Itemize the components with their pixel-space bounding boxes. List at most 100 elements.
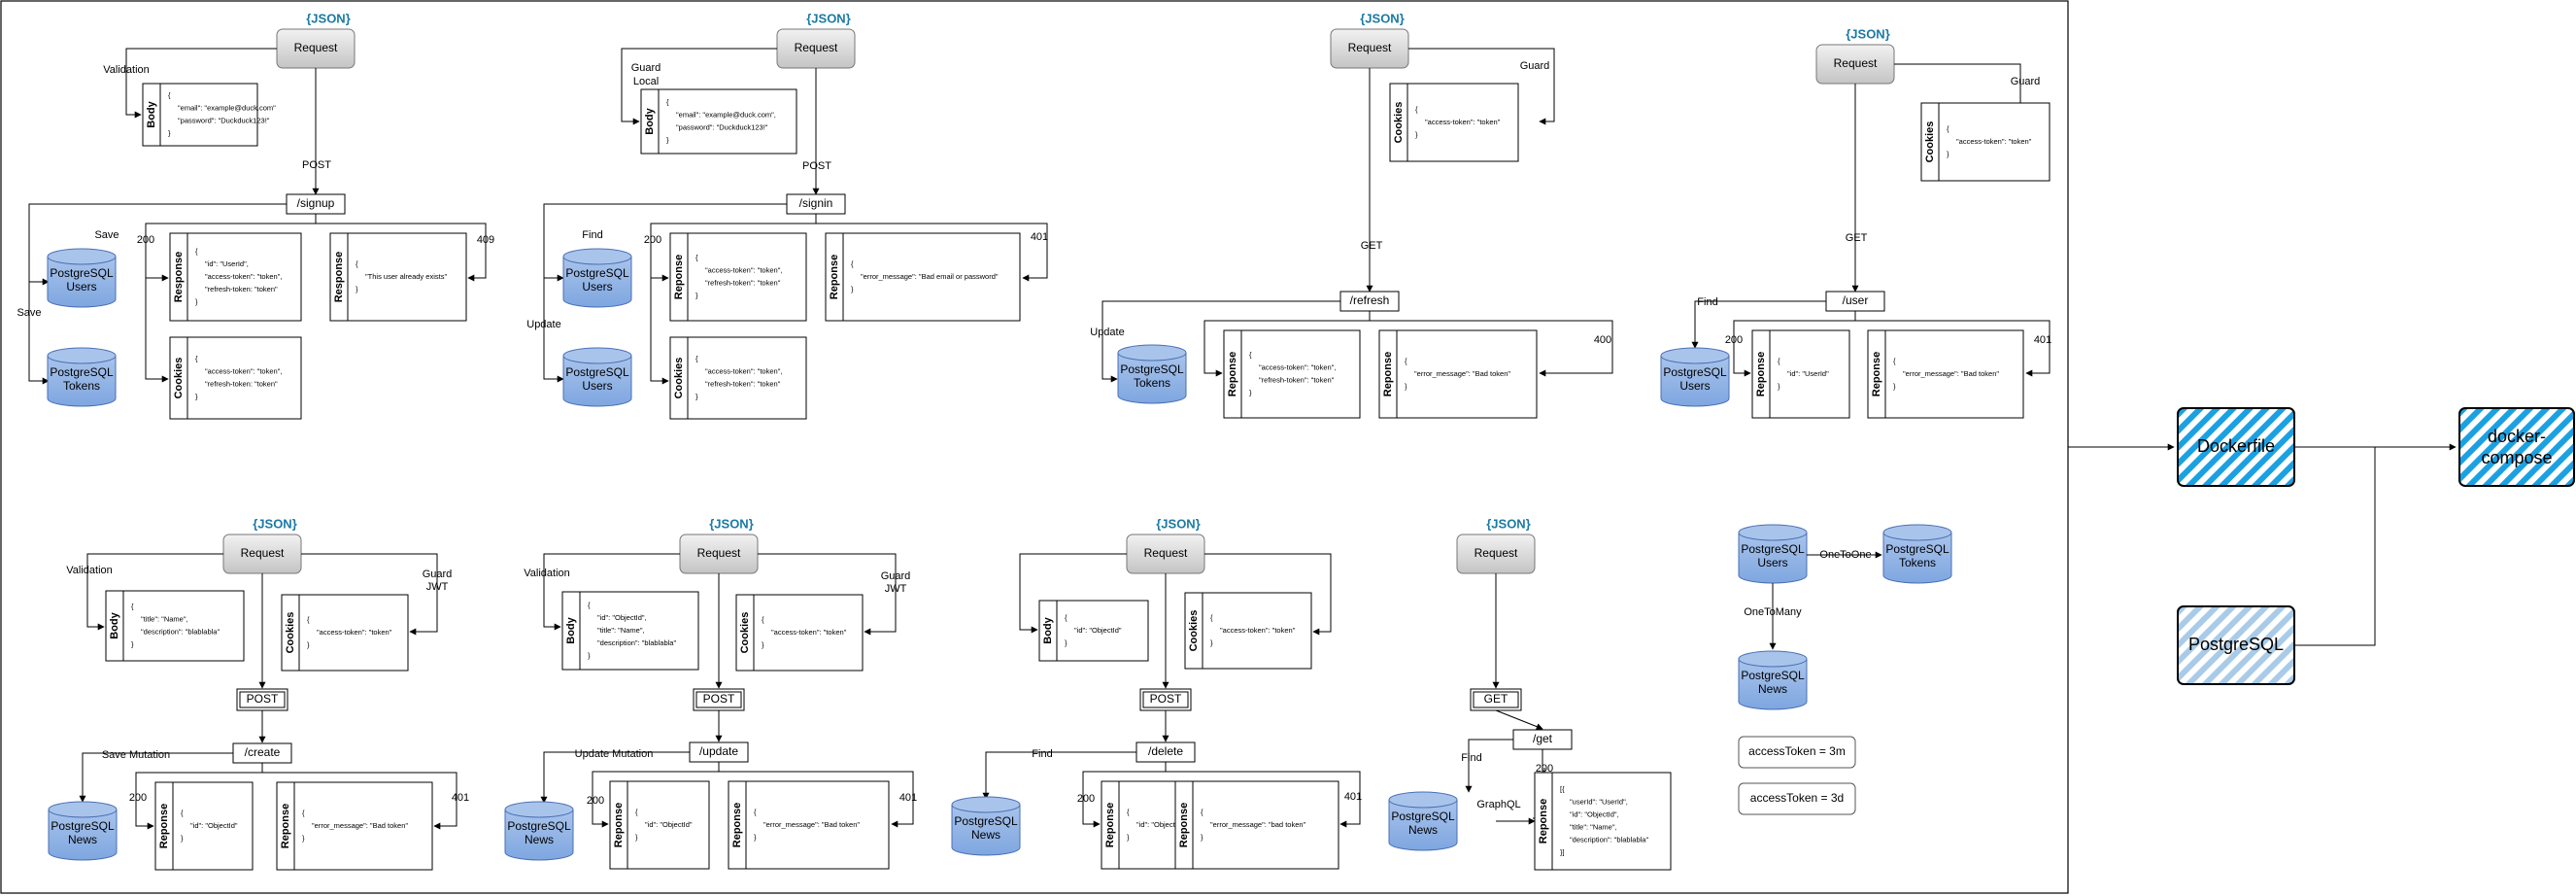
delete-body-title: Body xyxy=(1042,616,1054,643)
signup-resp-ok-title: Response xyxy=(173,252,185,303)
update-route-label: /update xyxy=(699,744,738,758)
delete-resp-err-box xyxy=(1174,780,1339,870)
update-cookies-line: "access-token": "token" xyxy=(771,628,847,637)
user-resp-err-line: } xyxy=(1893,382,1896,391)
update-cookies-line: } xyxy=(762,640,764,649)
database-top xyxy=(1738,524,1808,541)
connector-arrow xyxy=(650,278,669,385)
signin-resp-ok-line: { xyxy=(695,253,698,261)
signup-body-box xyxy=(142,83,258,147)
guard-label: JWT xyxy=(426,581,449,593)
delete-body-line: { xyxy=(1065,613,1068,622)
create-resp-ok-line: { xyxy=(181,809,184,817)
signup-cookies-title: Cookies xyxy=(173,358,185,399)
token-ttl-note xyxy=(1738,736,1856,769)
create-resp-err-line: { xyxy=(302,809,305,817)
status-code: 200 xyxy=(644,234,661,246)
update-news-db-label: PostgreSQL xyxy=(507,819,571,833)
signup-resp-err-box xyxy=(329,232,467,322)
method-box-inner xyxy=(239,691,286,708)
database-top xyxy=(562,347,632,364)
connector-arrow xyxy=(592,762,720,828)
database-body xyxy=(47,257,117,308)
json-badge: {JSON} xyxy=(306,11,351,25)
get-news-db-label: PostgreSQL xyxy=(1391,810,1455,823)
refresh-resp-err-box xyxy=(1378,329,1538,419)
refresh-resp-err-line: } xyxy=(1405,382,1407,391)
create-resp-err-title: Reponse xyxy=(280,804,291,848)
signup-cookies-line: { xyxy=(195,354,198,362)
signin-users-db-label: Users xyxy=(582,280,612,293)
delete-resp-err-title: Reponse xyxy=(1178,803,1190,847)
refresh-resp-ok-line: "refresh-token": "token" xyxy=(1259,375,1335,384)
status-code: 200 xyxy=(1536,763,1553,775)
database-top xyxy=(1738,650,1808,668)
find-label: Find xyxy=(582,229,602,241)
signin-resp-ok-title: Reponse xyxy=(673,255,685,299)
create-body-line: } xyxy=(131,639,134,648)
connector-arrow xyxy=(145,278,169,383)
delete-cookies-line: "access-token": "token" xyxy=(1220,626,1296,635)
signup-resp-ok-line: } xyxy=(195,297,198,306)
request-label: Request xyxy=(697,546,741,560)
refresh-resp-ok-line: "access-token": "token", xyxy=(1259,362,1336,371)
database-top xyxy=(1882,524,1952,541)
signup-users-db-label: Users xyxy=(66,280,96,293)
method-label: GET xyxy=(1361,240,1383,252)
update-resp-ok-box xyxy=(609,780,710,870)
validation-label: Validation xyxy=(524,568,570,579)
token-ttl-note xyxy=(1738,782,1856,815)
update-body-title: Body xyxy=(565,616,577,643)
update-cookies-line: { xyxy=(762,615,764,624)
connector-arrow xyxy=(758,553,897,636)
json-badge: {JSON} xyxy=(1360,11,1405,25)
postgres-connector xyxy=(2294,447,2376,646)
database-body xyxy=(47,356,117,407)
refresh-resp-err-line: { xyxy=(1405,357,1407,365)
refresh-cookies-line: } xyxy=(1415,130,1418,139)
method-label: POST xyxy=(302,159,331,171)
get-resp-ok-line: "id": "ObjectId", xyxy=(1570,810,1619,818)
connector-arrow xyxy=(621,48,777,125)
update-label: Update xyxy=(1090,327,1124,338)
signin-resp-err-line: "error_message": "Bad email or password" xyxy=(861,272,999,281)
signin-cookies-line: "refresh-token": "token" xyxy=(705,379,781,388)
delete-resp-ok-line: } xyxy=(1127,833,1130,842)
update-body-line: } xyxy=(588,651,591,660)
signup-tokens-db-label: Tokens xyxy=(63,379,100,393)
database-top xyxy=(951,796,1021,813)
get-news-db-label: News xyxy=(1408,823,1438,837)
connector-arrow xyxy=(28,282,50,385)
validation-label: Validation xyxy=(66,565,113,576)
user-cookies-line: { xyxy=(1947,124,1949,133)
method-box-inner xyxy=(1142,691,1189,708)
method-label: POST xyxy=(247,692,279,706)
get-resp-ok-title: Reponse xyxy=(1538,799,1549,844)
status-code: 200 xyxy=(587,795,604,807)
refresh-cookies-box xyxy=(1389,83,1519,162)
create-body-title: Body xyxy=(109,611,120,638)
token-ttl-label: accessToken = 3d xyxy=(1750,791,1844,805)
rel-tokens-db-label: Tokens xyxy=(1899,556,1936,569)
signin-body-box xyxy=(640,88,797,155)
guard-label: Guard xyxy=(1520,60,1550,72)
delete-resp-err-line: "error_message": "bad token" xyxy=(1210,820,1306,829)
get-resp-ok-box xyxy=(1534,772,1672,871)
guard-label: Guard xyxy=(2011,76,2041,87)
database-top xyxy=(562,248,632,265)
update-body-line: "id": "ObjectId", xyxy=(597,613,647,622)
connector-arrow xyxy=(316,223,487,282)
get-resp-ok-line: "userId": "UserId", xyxy=(1570,797,1628,806)
get-resp-ok-line: "title": "Name", xyxy=(1570,822,1617,831)
connector-arrow xyxy=(650,214,817,282)
update-body-line: "description": "blablabla" xyxy=(597,638,676,647)
connector-arrow xyxy=(1408,48,1555,125)
request-label: Request xyxy=(1474,546,1518,560)
refresh-resp-ok-line: { xyxy=(1249,350,1252,359)
method-label: POST xyxy=(1150,692,1182,706)
connector-arrow xyxy=(1203,311,1371,377)
signup-tokens-db-label: PostgreSQL xyxy=(50,365,114,379)
user-resp-ok-line: { xyxy=(1778,357,1780,365)
method-box-inner xyxy=(695,691,742,708)
user-resp-err-title: Reponse xyxy=(1871,352,1882,396)
